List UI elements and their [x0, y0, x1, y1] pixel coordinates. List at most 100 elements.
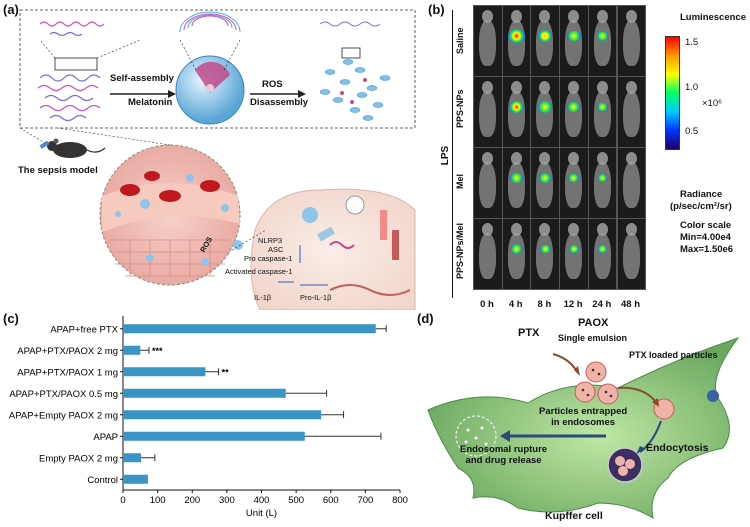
mouse-silhouette	[622, 91, 640, 137]
colorbar-unit: ×10⁶	[702, 98, 723, 109]
pro-caspase-label: Pro caspase-1	[244, 254, 293, 263]
luminescence-signal	[539, 173, 552, 183]
lps-label: LPS	[440, 145, 452, 166]
mouse-silhouette	[536, 20, 554, 66]
colorbar-tick-2: 1.0	[685, 82, 699, 93]
mouse-silhouette	[507, 91, 525, 137]
bar-5	[123, 431, 305, 441]
x-tick-label-5: 500	[288, 495, 304, 506]
mouse-image-2-5	[616, 147, 646, 219]
category-label-3: APAP+PTX/PAOX 0.5 mg	[9, 389, 118, 400]
mouse-head	[625, 152, 637, 165]
time-label-2: 8 h	[537, 299, 552, 310]
mouse-image-0-0	[473, 5, 503, 77]
luminescence-signal	[596, 31, 609, 41]
mouse-silhouette	[507, 20, 525, 66]
disassembly-label: Disassembly	[250, 97, 309, 108]
mouse-silhouette	[593, 20, 611, 66]
luminescence-signal	[567, 30, 581, 42]
mouse-head	[568, 223, 580, 236]
mouse-silhouette	[479, 91, 496, 137]
rupture-label: Endosomal rupture and drug release	[460, 444, 548, 466]
mouse-silhouette	[507, 233, 525, 279]
asc-label: ASC	[268, 245, 284, 254]
il1b-label: IL-1β	[254, 293, 272, 302]
mouse-head	[596, 152, 608, 165]
luminescence-signal	[510, 172, 523, 184]
significance-label-1: ***	[152, 346, 163, 356]
mouse-head	[510, 223, 522, 236]
bar-1	[123, 345, 141, 355]
panel-label-d: (d)	[417, 311, 434, 326]
mouse-silhouette	[593, 91, 611, 137]
mouse-silhouette	[565, 233, 583, 279]
mouse-image-3-0	[473, 218, 503, 290]
x-tick-label-2: 200	[184, 495, 200, 506]
activated-caspase-label: Activated caspase-1	[225, 267, 293, 276]
mouse-image-0-4	[587, 5, 618, 77]
colorbar	[665, 36, 680, 150]
x-tick-label-6: 600	[323, 495, 339, 506]
disassembled-particles-icon	[319, 59, 391, 121]
mouse-image-1-3	[559, 76, 589, 148]
sepsis-model-label: The sepsis model	[18, 165, 98, 176]
mouse-silhouette	[622, 20, 640, 66]
paox-label: PAOX	[578, 317, 609, 329]
luminescence-signal	[508, 29, 525, 43]
time-label-3: 12 h	[563, 299, 583, 310]
x-axis-label: Unit (L)	[246, 508, 277, 519]
mouse-silhouette	[479, 162, 496, 208]
category-label-7: Control	[87, 475, 118, 486]
bar-6	[123, 453, 142, 463]
mouse-image-2-0	[473, 147, 503, 219]
mouse-head	[625, 81, 637, 94]
x-tick-label-3: 300	[219, 495, 235, 506]
category-label-0: APAP+free PTX	[50, 324, 118, 335]
panel-a-dashed-box	[19, 9, 416, 129]
bar-4	[123, 410, 322, 420]
panel-label-a: (a)	[3, 2, 19, 17]
mouse-head	[510, 10, 522, 23]
polymer-chains-icon	[37, 21, 105, 122]
x-tick-label-4: 400	[254, 495, 270, 506]
nucleus-icon	[707, 390, 719, 402]
mouse-silhouette	[479, 233, 496, 279]
radiance-unit: (p/sec/cm²/sr)	[670, 201, 732, 212]
mouse-silhouette	[536, 233, 554, 279]
time-label-5: 48 h	[620, 299, 640, 310]
ptx-label: PTX	[518, 327, 540, 339]
single-emulsion-label: Single emulsion	[558, 333, 628, 343]
mouse-image-3-2	[530, 218, 560, 290]
mouse-image-1-1	[501, 76, 532, 148]
mouse-silhouette	[479, 20, 496, 66]
ptx-loaded-label: PTX loaded particles	[629, 350, 718, 360]
x-tick-label-1: 100	[150, 495, 166, 506]
mouse-silhouette	[507, 162, 525, 208]
category-label-6: Empty PAOX 2 mg	[39, 453, 118, 464]
mouse-icon	[39, 138, 106, 158]
mouse-silhouette	[622, 233, 640, 279]
mouse-head	[568, 81, 580, 94]
mouse-image-2-4	[587, 147, 618, 219]
mouse-image-1-4	[587, 76, 618, 148]
x-tick-label-7: 700	[357, 495, 373, 506]
mouse-image-2-3	[559, 147, 589, 219]
mouse-silhouette	[565, 20, 583, 66]
mouse-image-2-1	[501, 147, 532, 219]
time-label-0: 0 h	[480, 299, 494, 310]
x-tick-label-0: 0	[120, 495, 125, 506]
color-scale-label: Color scale	[680, 220, 732, 231]
bar-3	[123, 388, 286, 398]
panel-label-b: (b)	[428, 2, 445, 17]
luminescence-signal	[539, 244, 551, 254]
mouse-silhouette	[536, 91, 554, 137]
luminescence-signal	[510, 244, 523, 254]
colorbar-title: Luminescence	[680, 12, 746, 23]
mouse-image-3-3	[559, 218, 589, 290]
cell-schematic-icon	[250, 188, 416, 310]
luminescence-signal	[568, 173, 580, 183]
luminescence-signal	[567, 101, 581, 113]
endosome-icon	[607, 447, 643, 483]
color-scale-min: Min=4.00e4	[680, 232, 731, 243]
